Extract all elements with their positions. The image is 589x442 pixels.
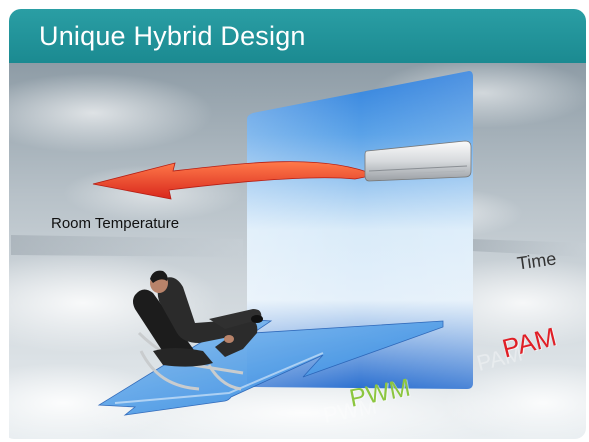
cool-arrow-highlight	[114, 352, 324, 404]
time-axis-plane-right	[471, 239, 586, 257]
scene-svg: PAM PWM	[3, 58, 586, 439]
person-in-lounge-chair-icon	[133, 270, 263, 391]
room-temperature-label: Room Temperature	[51, 215, 180, 232]
time-axis-plane-left	[11, 235, 243, 257]
illustration-scene: PAM PWM	[3, 3, 586, 439]
heat-outflow-arrow	[92, 161, 377, 200]
title-bar: Unique Hybrid Design	[9, 9, 586, 63]
air-conditioner-icon	[364, 140, 472, 182]
page-title: Unique Hybrid Design	[39, 21, 306, 51]
